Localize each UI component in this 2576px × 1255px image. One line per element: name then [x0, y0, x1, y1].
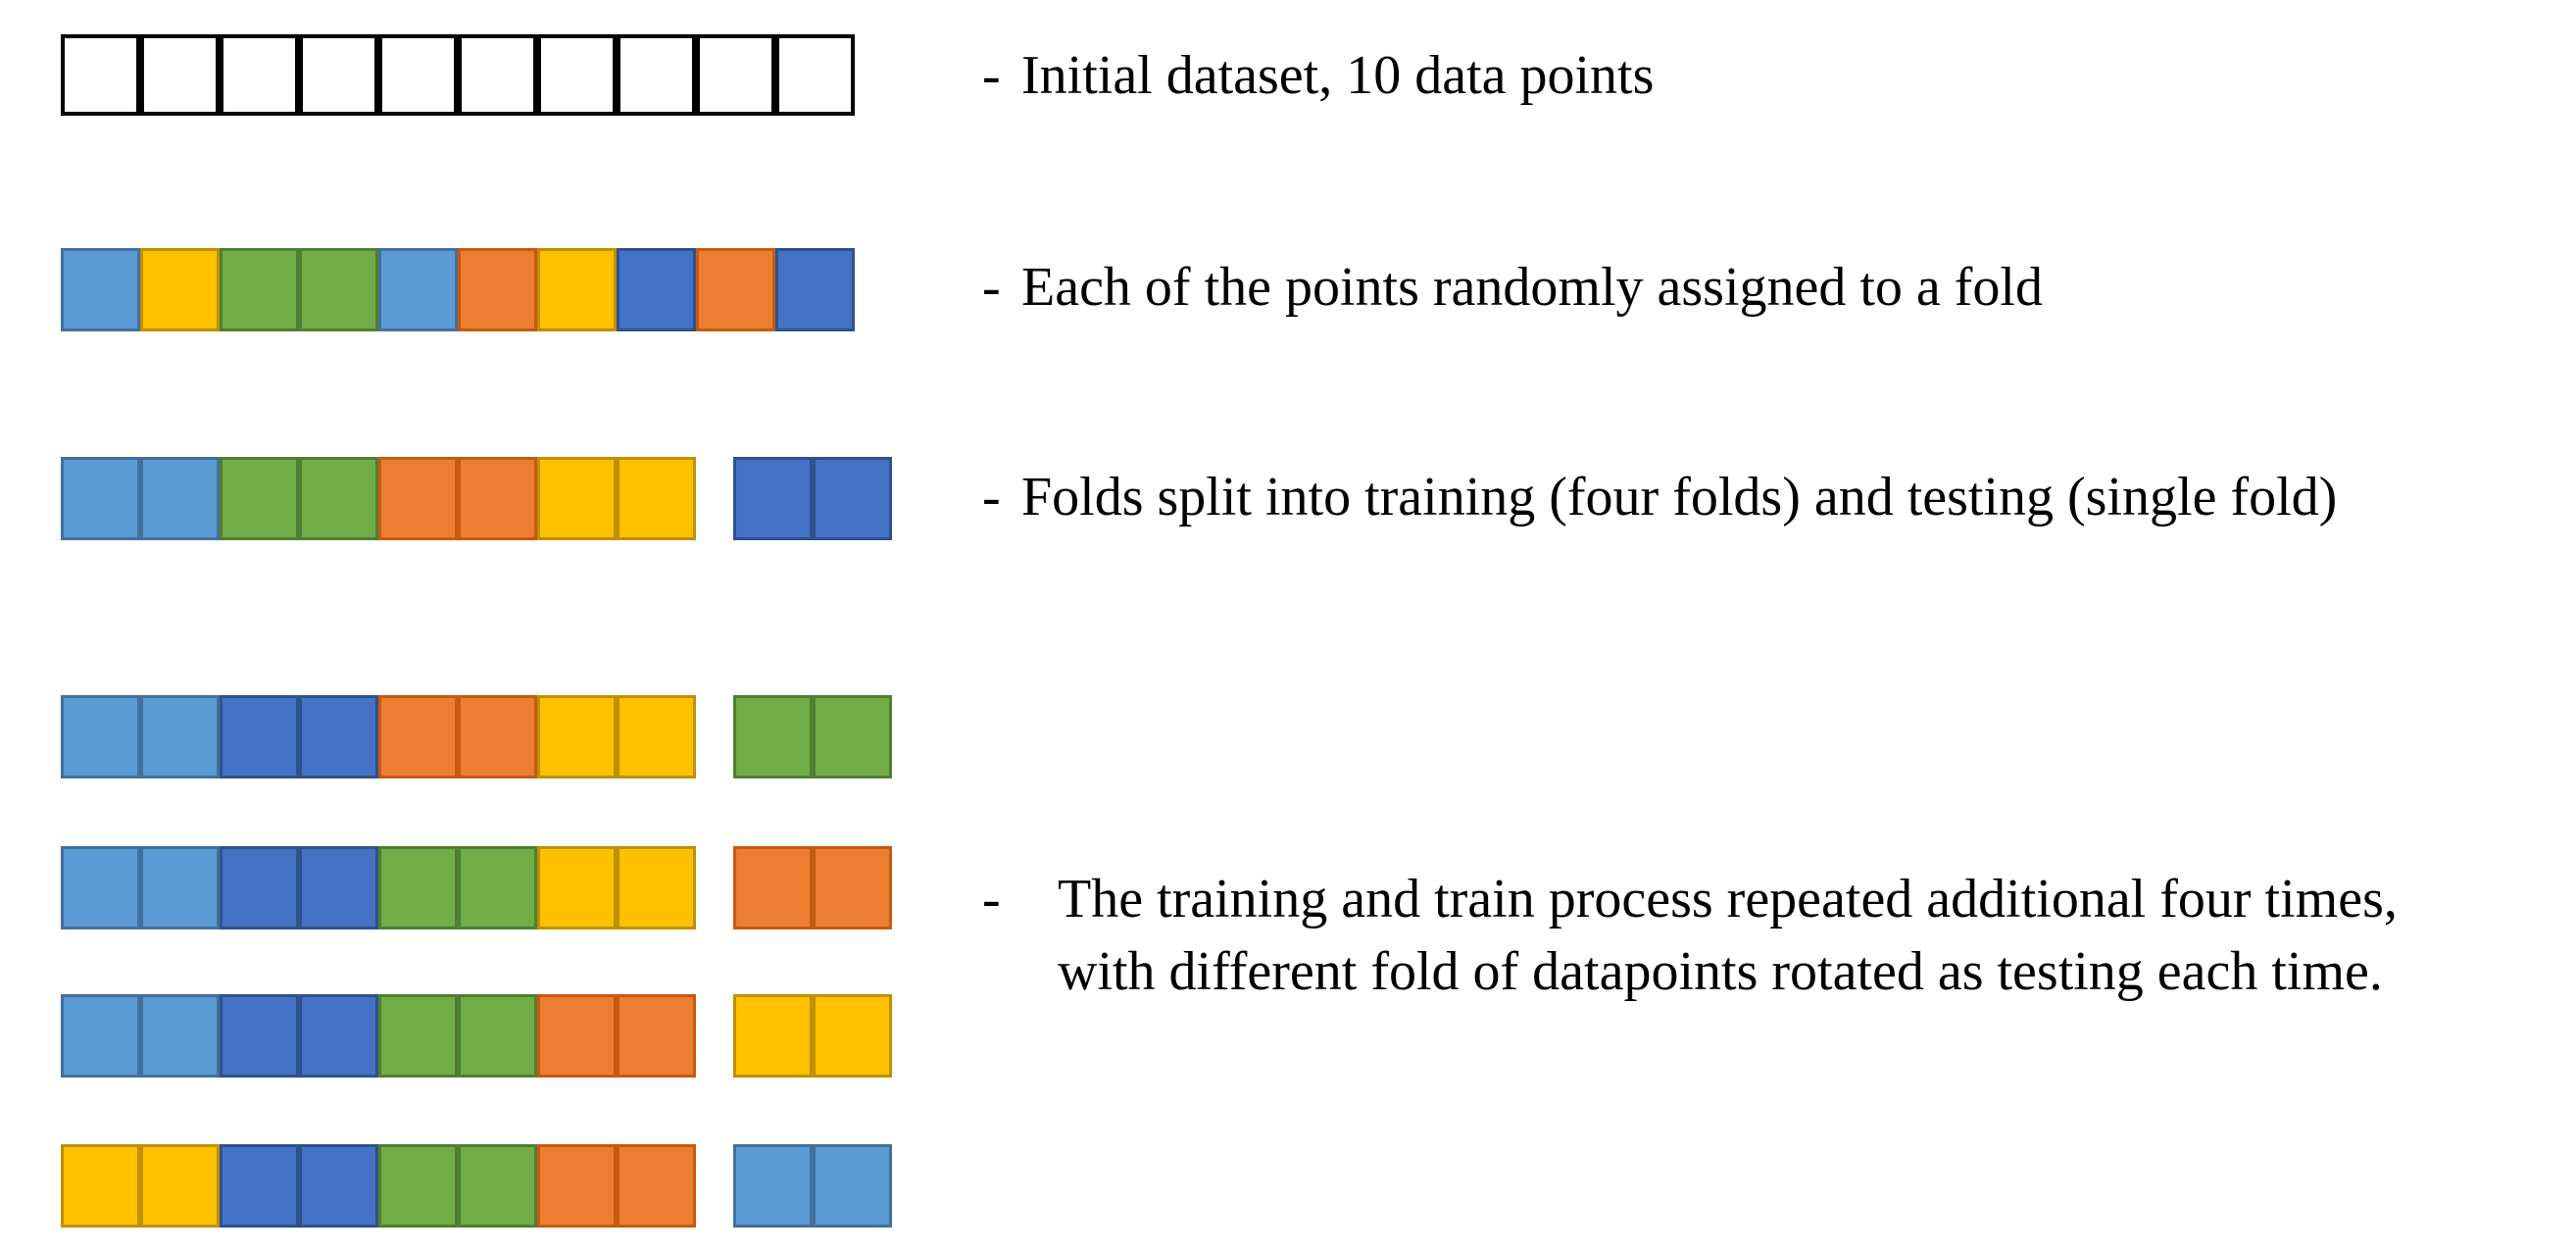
data-point-cell-orange: [733, 846, 813, 929]
data-point-cell-green: [378, 1144, 458, 1228]
data-point-cell-gold: [537, 457, 617, 540]
data-point-cell-darkblue: [775, 248, 855, 331]
annotation-text-random-assignment: Each of the points randomly assigned to …: [1021, 257, 2043, 318]
data-point-cell-green: [378, 846, 458, 929]
data-point-cell-orange: [458, 695, 537, 778]
data-point-cell-gold: [617, 695, 696, 778]
fold-row-split-iteration-1: [61, 457, 892, 540]
train-test-gap: [696, 695, 733, 778]
data-point-cell-gold: [140, 1144, 220, 1228]
data-point-cell-gold: [733, 994, 813, 1078]
data-point-cell-orange: [617, 994, 696, 1078]
data-point-cell-orange: [537, 1144, 617, 1228]
data-point-cell-darkblue: [617, 248, 696, 331]
data-point-cell-gold: [537, 248, 617, 331]
data-point-cell-orange: [458, 248, 537, 331]
annotation-random-assignment: - Each of the points randomly assigned t…: [982, 252, 2043, 323]
data-point-cell-blue: [140, 846, 220, 929]
annotation-text-train-test-split: Folds split into training (four folds) a…: [1021, 467, 2338, 527]
train-test-gap: [696, 846, 733, 929]
fold-row-split-iteration-2: [61, 695, 892, 778]
data-point-cell-green: [299, 248, 378, 331]
annotation-text-repeat-process: The training and train process repeated …: [1058, 863, 2398, 1008]
data-point-cell-white: [220, 34, 299, 116]
data-point-cell-darkblue: [299, 695, 378, 778]
data-point-cell-gold: [813, 994, 892, 1078]
annotation-initial-dataset: - Initial dataset, 10 data points: [982, 40, 1654, 111]
data-point-cell-blue: [140, 695, 220, 778]
data-point-cell-darkblue: [813, 457, 892, 540]
data-point-cell-green: [458, 1144, 537, 1228]
data-point-cell-white: [378, 34, 458, 116]
data-point-cell-white: [299, 34, 378, 116]
data-point-cell-blue: [733, 1144, 813, 1228]
data-point-cell-orange: [378, 457, 458, 540]
data-point-cell-blue: [813, 1144, 892, 1228]
data-point-cell-green: [813, 695, 892, 778]
data-point-cell-darkblue: [299, 994, 378, 1078]
data-point-cell-green: [458, 846, 537, 929]
data-point-cell-gold: [617, 457, 696, 540]
data-point-cell-blue: [61, 695, 140, 778]
data-point-cell-white: [61, 34, 140, 116]
fold-row-split-iteration-5: [61, 1144, 892, 1228]
data-point-cell-blue: [61, 846, 140, 929]
annotation-repeat-line1: The training and train process repeated …: [1058, 869, 2398, 929]
data-point-cell-blue: [61, 994, 140, 1078]
data-point-cell-green: [299, 457, 378, 540]
train-test-gap: [696, 1144, 733, 1228]
data-point-cell-blue: [140, 457, 220, 540]
annotation-repeat-process: - The training and train process repeate…: [982, 863, 2398, 1008]
data-point-cell-orange: [458, 457, 537, 540]
data-point-cell-darkblue: [220, 695, 299, 778]
data-point-cell-darkblue: [220, 846, 299, 929]
data-point-cell-green: [220, 457, 299, 540]
data-point-cell-white: [140, 34, 220, 116]
data-point-cell-blue: [61, 248, 140, 331]
data-point-cell-green: [378, 994, 458, 1078]
data-point-cell-blue: [140, 994, 220, 1078]
bullet-dash: -: [982, 257, 1001, 318]
data-point-cell-green: [458, 994, 537, 1078]
bullet-dash: -: [982, 869, 1001, 929]
data-point-cell-gold: [61, 1144, 140, 1228]
data-point-cell-blue: [378, 248, 458, 331]
data-point-cell-orange: [537, 994, 617, 1078]
data-point-cell-orange: [378, 695, 458, 778]
data-point-cell-blue: [61, 457, 140, 540]
annotation-text-initial-dataset: Initial dataset, 10 data points: [1021, 45, 1655, 106]
data-point-cell-orange: [617, 1144, 696, 1228]
fold-row-random-assignment: [61, 248, 855, 331]
data-point-cell-darkblue: [299, 1144, 378, 1228]
data-point-cell-darkblue: [220, 994, 299, 1078]
data-point-cell-orange: [696, 248, 775, 331]
data-point-cell-gold: [537, 695, 617, 778]
data-point-cell-darkblue: [733, 457, 813, 540]
data-point-cell-darkblue: [220, 1144, 299, 1228]
data-point-cell-orange: [813, 846, 892, 929]
data-point-cell-darkblue: [299, 846, 378, 929]
annotation-repeat-line2: with different fold of datapoints rotate…: [1058, 941, 2383, 1002]
data-point-cell-gold: [537, 846, 617, 929]
fold-row-split-iteration-3: [61, 846, 892, 929]
data-point-cell-white: [537, 34, 617, 116]
annotation-train-test-split: - Folds split into training (four folds)…: [982, 462, 2337, 532]
bullet-dash: -: [982, 467, 1001, 527]
data-point-cell-white: [458, 34, 537, 116]
train-test-gap: [696, 457, 733, 540]
data-point-cell-green: [220, 248, 299, 331]
data-point-cell-gold: [140, 248, 220, 331]
fold-row-split-iteration-4: [61, 994, 892, 1078]
data-point-cell-green: [733, 695, 813, 778]
bullet-dash: -: [982, 45, 1001, 106]
data-point-cell-white: [617, 34, 696, 116]
data-point-cell-white: [775, 34, 855, 116]
fold-row-initial-dataset: [61, 34, 855, 116]
data-point-cell-gold: [617, 846, 696, 929]
train-test-gap: [696, 994, 733, 1078]
data-point-cell-white: [696, 34, 775, 116]
